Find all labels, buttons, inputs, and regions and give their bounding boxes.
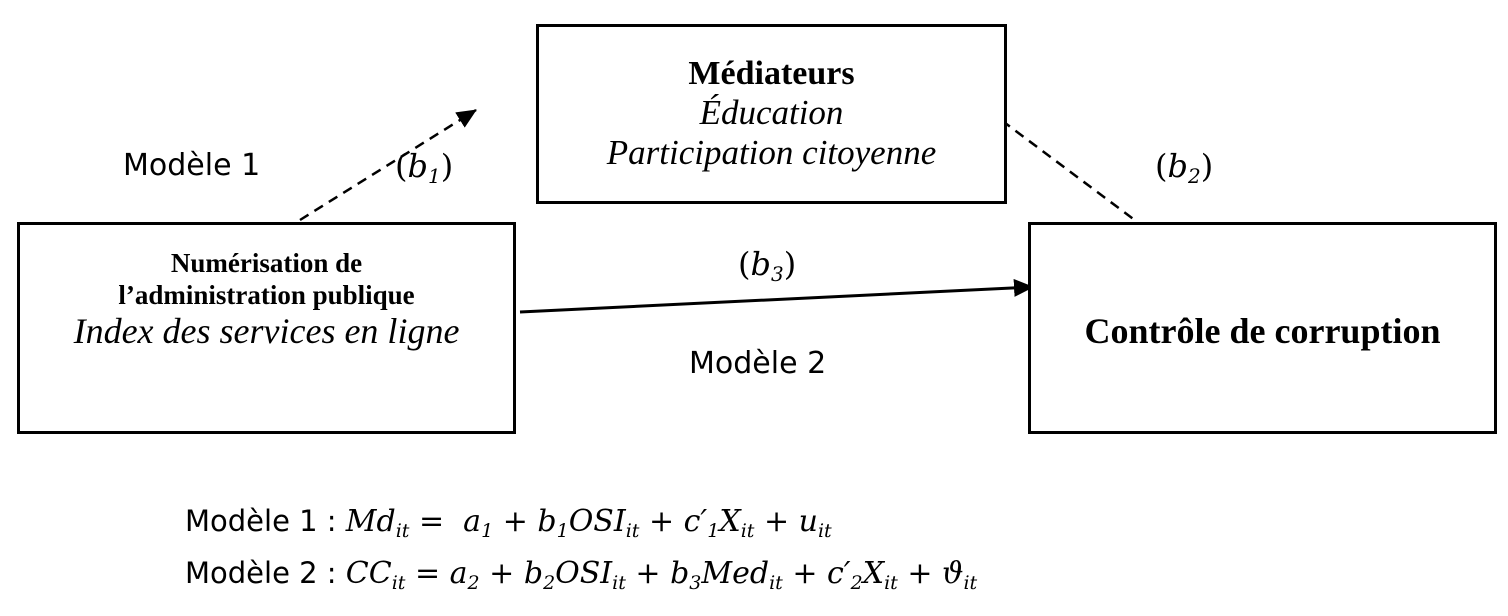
coef-b2-symbol: b (1167, 147, 1188, 185)
equation-term: X (719, 504, 741, 539)
digitalization-subtitle: Index des services en ligne (73, 311, 460, 351)
equation-model1: Modèle 1 : Mdit = a1 + b1OSIit + c′1Xit … (185, 500, 977, 552)
equation-model2-body: CCit = a2 + b2OSIit + b3Medit + c′2Xit +… (345, 556, 978, 594)
equation-term: X (862, 556, 885, 591)
equation-model1-body: Mdit = a1 + b1OSIit + c′1Xit + uit (345, 504, 832, 542)
equation-subscript: it (769, 572, 783, 594)
equation-subscript: 1 (481, 520, 494, 542)
equation-term: + b (479, 556, 544, 591)
digitalization-title-line1: Numérisation de (170, 248, 363, 278)
equation-subscript: it (625, 520, 640, 542)
mediators-node: Médiateurs Éducation Participation citoy… (536, 24, 1007, 204)
coef-b1-symbol: b (407, 147, 428, 185)
equation-term: + ϑ (897, 556, 964, 591)
mediators-title: Médiateurs (688, 55, 855, 92)
equation-subscript: it (395, 520, 410, 542)
edge-b1-dashed-arrow (299, 108, 477, 222)
edge-b3-solid-arrow (519, 278, 1034, 314)
model2-label: Modèle 2 (689, 346, 827, 381)
equation-term: + b (625, 556, 690, 591)
equation-subscript: it (612, 572, 626, 594)
coef-b3-sub: 3 (770, 262, 784, 286)
coef-b1-label: (b1) (395, 147, 454, 188)
equation-term: Md (345, 504, 396, 539)
equation-model1-prefix: Modèle 1 : (185, 504, 346, 538)
equation-subscript: it (740, 520, 755, 542)
equation-model2-prefix: Modèle 2 : (185, 556, 346, 590)
equation-term: = a (405, 556, 468, 591)
equation-term: + c′ (782, 556, 851, 591)
mediators-education: Éducation (699, 93, 844, 132)
coef-b2-sub: 2 (1187, 164, 1201, 188)
equation-subscript: 2 (850, 572, 863, 594)
equation-subscript: 2 (543, 572, 556, 594)
equations-block: Modèle 1 : Mdit = a1 + b1OSIit + c′1Xit … (185, 500, 977, 604)
equation-term: + u (754, 504, 818, 539)
equation-term: OSI (568, 504, 626, 539)
equation-model2: Modèle 2 : CCit = a2 + b2OSIit + b3Medit… (185, 552, 977, 604)
equation-subscript: 1 (707, 520, 720, 542)
corruption-control-node: Contrôle de corruption (1028, 222, 1497, 434)
digitalization-title-line2: l’administration publique (118, 280, 415, 310)
coef-b1-sub: 1 (427, 164, 441, 188)
corruption-control-title: Contrôle de corruption (1084, 311, 1441, 351)
coef-b2-label: (b2) (1155, 147, 1214, 188)
equation-subscript: 1 (556, 520, 569, 542)
model1-label: Modèle 1 (123, 148, 261, 183)
equation-term: Med (701, 556, 770, 591)
coef-b3-label: (b3) (738, 245, 797, 286)
mediators-participation: Participation citoyenne (606, 133, 937, 172)
equation-term: + c′ (639, 504, 708, 539)
equation-term: + b (493, 504, 557, 539)
equation-subscript: 2 (467, 572, 480, 594)
equation-term: = a (409, 504, 482, 539)
equation-term: CC (345, 556, 392, 591)
coef-b3-symbol: b (750, 245, 771, 283)
equation-subscript: it (391, 572, 406, 594)
equation-subscript: it (963, 572, 978, 594)
equation-term: OSI (555, 556, 613, 591)
equation-subscript: 3 (689, 572, 702, 594)
equation-subscript: it (817, 520, 832, 542)
digitalization-node: Numérisation de l’administration publiqu… (17, 222, 516, 434)
equation-subscript: it (884, 572, 898, 594)
